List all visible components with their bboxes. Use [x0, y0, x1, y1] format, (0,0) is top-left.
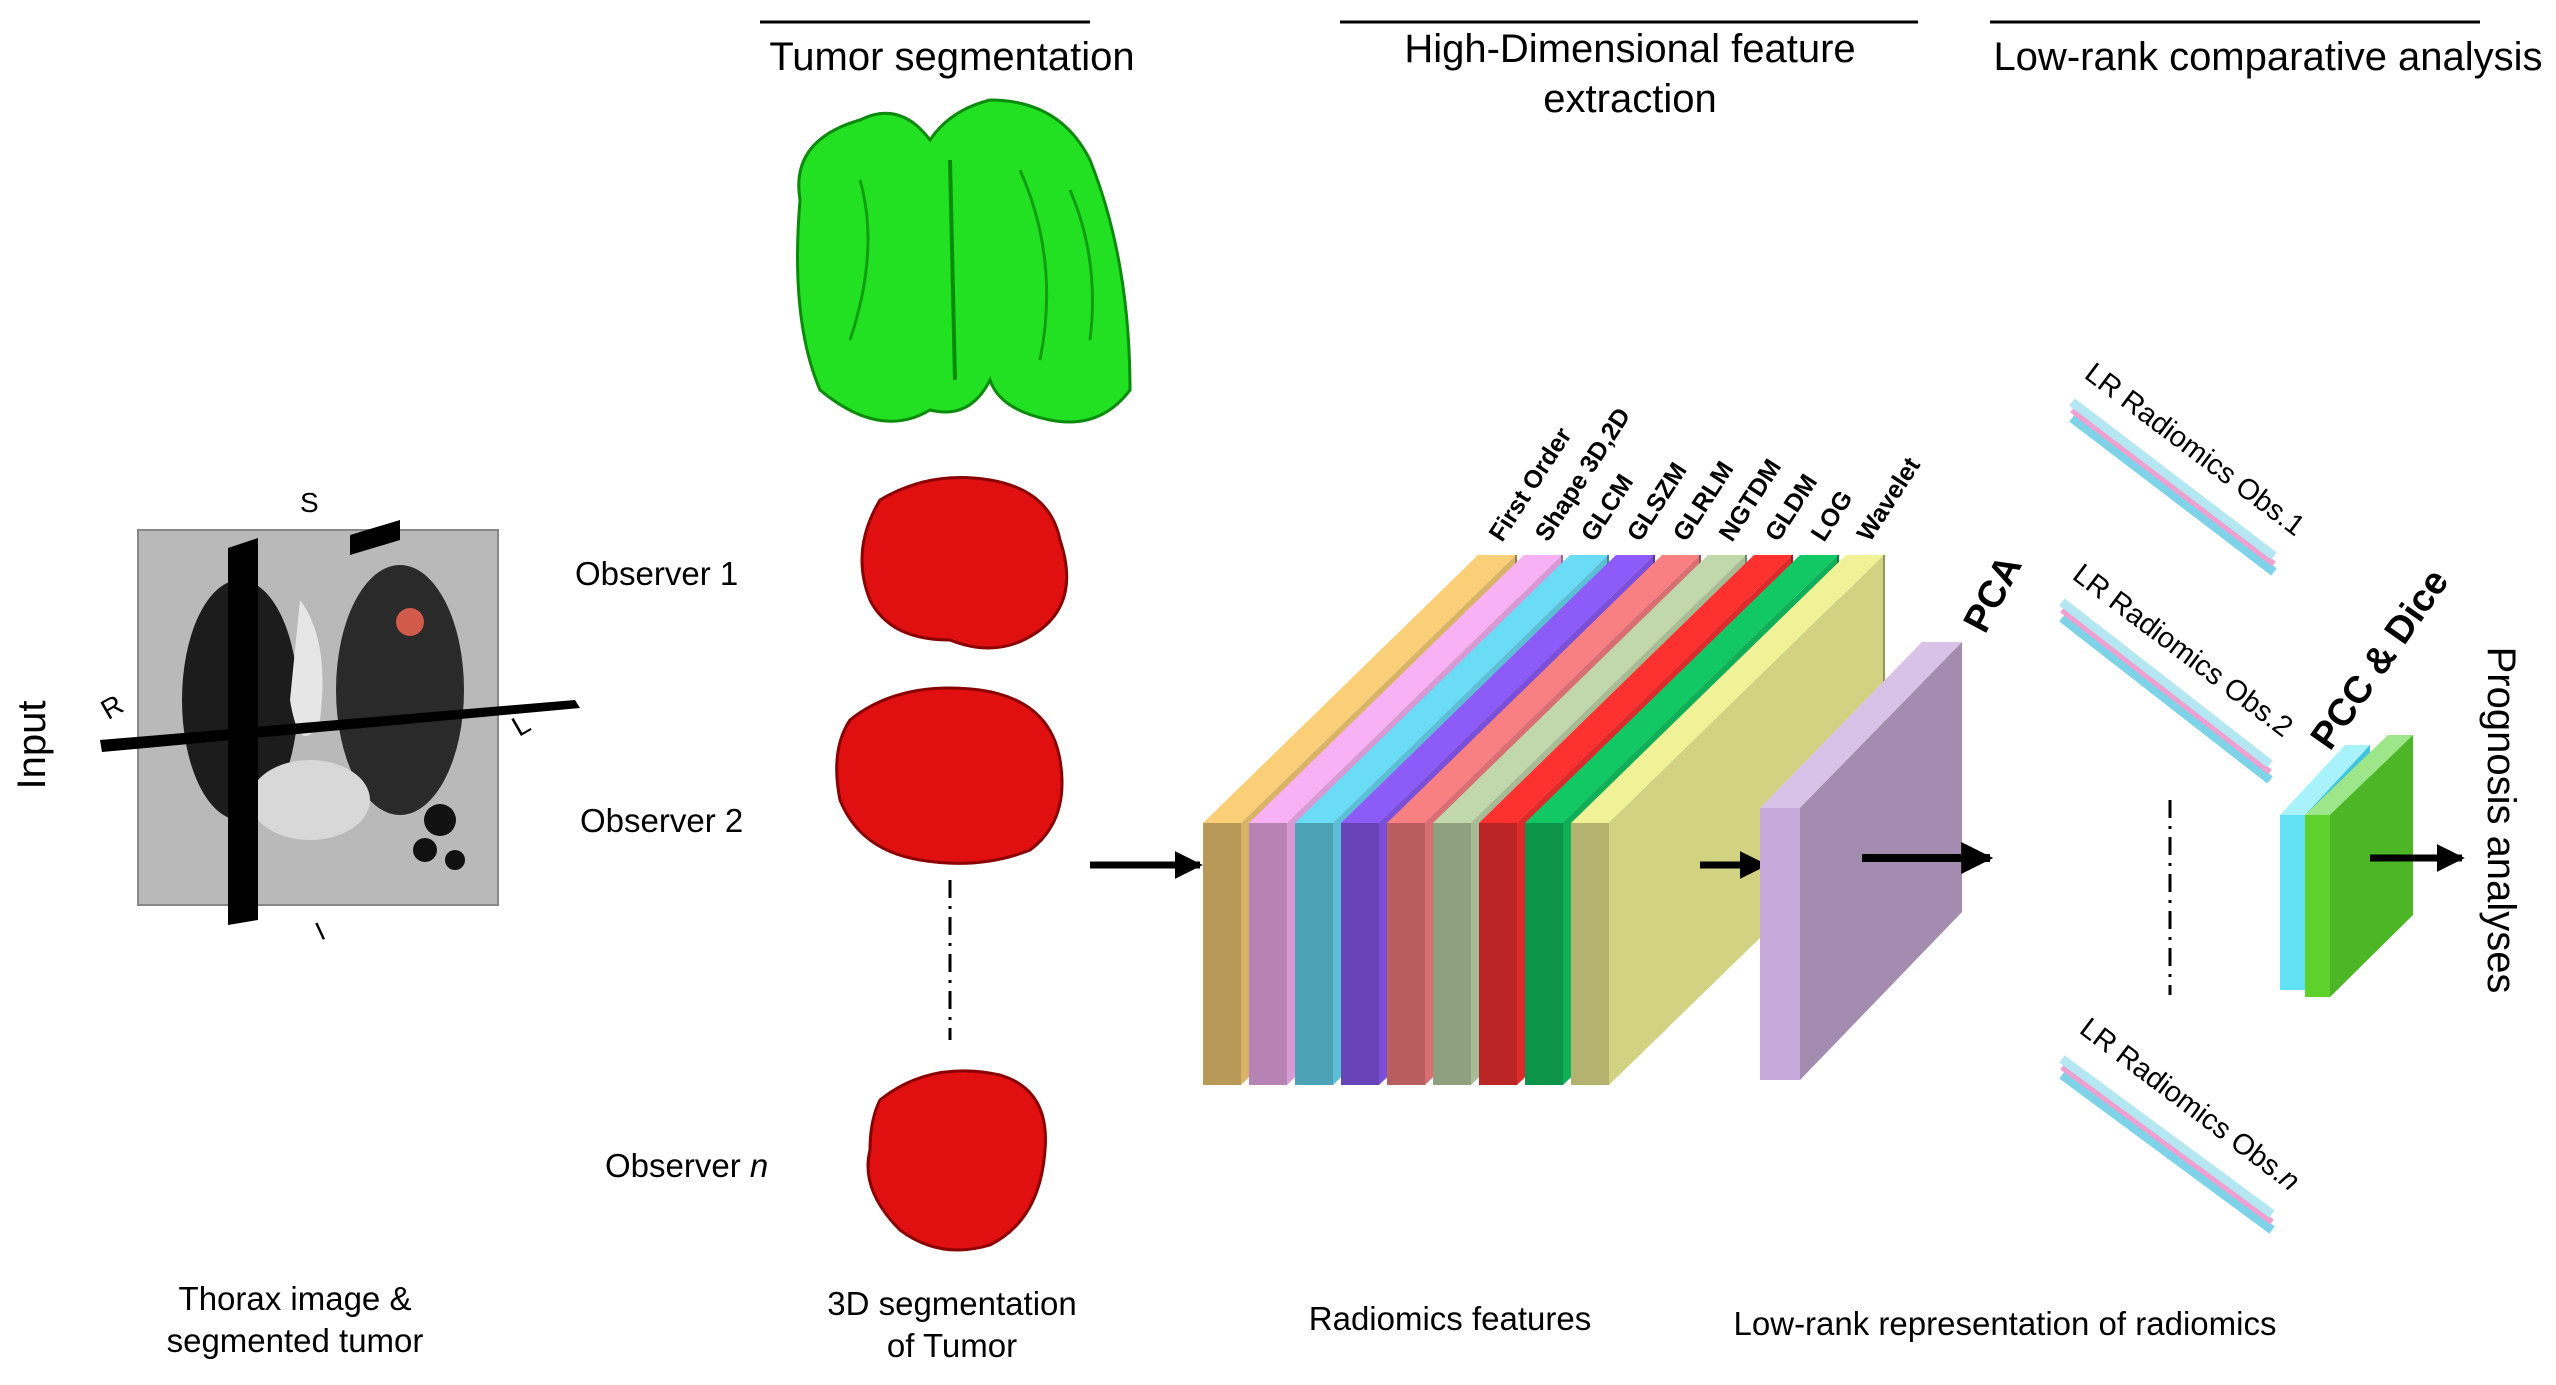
- feature-slab-top: [1295, 555, 1608, 823]
- feature-slab-side: [1525, 823, 1563, 1085]
- section-title-feature-extraction-line1: High-Dimensional feature: [1404, 27, 1855, 71]
- lung-segmentation-mesh: [796, 98, 1132, 424]
- pca-label: PCA: [1956, 549, 2031, 640]
- observer-2-label: Observer 2: [580, 802, 743, 839]
- section-header-feature-extraction: High-Dimensional feature extraction: [1340, 20, 1918, 121]
- orientation-right-label: R: [95, 689, 128, 726]
- section-title-tumor-segmentation: Tumor segmentation: [769, 35, 1134, 79]
- feature-slab-side: [1249, 823, 1287, 1085]
- feature-slab-side: [1295, 823, 1333, 1085]
- feature-slab-top: [1249, 555, 1562, 823]
- prognosis-label: Prognosis analyses: [2479, 647, 2523, 994]
- feature-class-label: Wavelet: [1852, 452, 1927, 546]
- feature-slab-side: [1571, 823, 1609, 1085]
- orientation-superior-label: S: [300, 487, 319, 518]
- input-label: Input: [10, 701, 54, 790]
- thorax-ct-image: S R L I: [95, 487, 580, 946]
- lr-radiomics-bar-obs1: [2069, 398, 2277, 576]
- feature-slab-top: [1433, 555, 1746, 823]
- lr-radiomics-bar-obs2: [2059, 598, 2273, 784]
- section-title-comparative-analysis: Low-rank comparative analysis: [1993, 35, 2542, 79]
- feature-slab-top: [1387, 555, 1700, 823]
- feature-slab-top: [1571, 555, 1884, 823]
- caption-thorax-line2: segmented tumor: [167, 1322, 424, 1359]
- feature-slab-face: [1609, 555, 1884, 1085]
- feature-slab-side: [1203, 823, 1241, 1085]
- lr-radiomics-bar-obsn: [2059, 1055, 2275, 1234]
- caption-lowrank: Low-rank representation of radiomics: [1734, 1305, 2277, 1342]
- feature-slab-top: [1203, 555, 1516, 823]
- pcc-dice-label: PCC & Dice: [2303, 562, 2457, 757]
- section-title-feature-extraction-line2: extraction: [1543, 77, 1716, 121]
- caption-radiomics: Radiomics features: [1309, 1300, 1591, 1337]
- caption-seg-line1: 3D segmentation: [827, 1285, 1076, 1322]
- orientation-left-label: L: [506, 708, 535, 743]
- feature-slab-top: [1341, 555, 1654, 823]
- pcc-dice-block: [2280, 735, 2413, 997]
- feature-slab-side: [1387, 823, 1425, 1085]
- orientation-inferior-label: I: [310, 916, 329, 946]
- tumor-mesh-observer-2: [835, 686, 1064, 865]
- caption-seg-line2: of Tumor: [887, 1327, 1017, 1364]
- section-header-tumor-segmentation: Tumor segmentation: [760, 20, 1135, 79]
- feature-slab-side: [1433, 823, 1471, 1085]
- section-header-comparative-analysis: Low-rank comparative analysis: [1990, 20, 2543, 79]
- feature-slab-top: [1525, 555, 1838, 823]
- tumor-mesh-observer-n: [866, 1069, 1047, 1252]
- observer-1-label: Observer 1: [575, 555, 738, 592]
- feature-slab-side: [1341, 823, 1379, 1085]
- feature-slab-top: [1479, 555, 1792, 823]
- tumor-mesh-observer-1: [860, 476, 1069, 650]
- feature-slab-side: [1479, 823, 1517, 1085]
- feature-slab-wavelet: [1571, 555, 1885, 1085]
- tumor-marker-icon: [396, 608, 424, 636]
- observer-n-label: Observer n: [605, 1147, 768, 1184]
- caption-thorax-line1: Thorax image &: [179, 1280, 412, 1317]
